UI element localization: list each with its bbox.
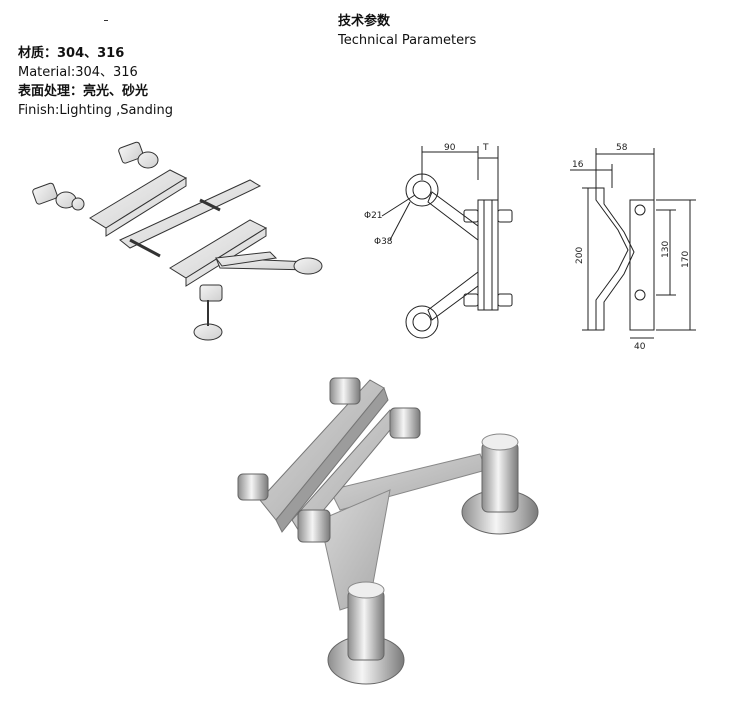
dim-phi21: Φ21	[364, 211, 383, 221]
front-view-drawing: 90 T Φ21 Φ38	[364, 143, 513, 339]
technical-parameters-heading: 技术参数 Technical Parameters	[338, 12, 476, 50]
material-en: Material:304、316	[18, 65, 138, 80]
heading-en: Technical Parameters	[338, 33, 477, 48]
dim-90: 90	[444, 143, 456, 153]
dim-170: 170	[681, 251, 691, 268]
dim-130: 130	[661, 241, 671, 258]
dim-16: 16	[572, 160, 584, 170]
spec-block: 材质：304、316 Material:304、316 表面处理：亮光、砂光 F…	[18, 44, 173, 120]
dim-phi38: Φ38	[374, 237, 393, 247]
finish-en: Finish:Lighting ,Sanding	[18, 103, 174, 118]
stray-tick-mark	[104, 20, 108, 21]
dim-200: 200	[575, 247, 585, 264]
dim-58: 58	[616, 143, 628, 153]
product-render	[237, 377, 539, 685]
material-cn: 材质：304、316	[18, 46, 125, 61]
finish-cn: 表面处理：亮光、砂光	[18, 84, 149, 99]
side-view-drawing: 58 16 200 130 170 40	[570, 143, 696, 352]
exploded-view-illustration	[32, 141, 323, 341]
dim-40: 40	[634, 342, 646, 352]
heading-cn: 技术参数	[338, 14, 391, 29]
dim-t: T	[482, 143, 489, 153]
